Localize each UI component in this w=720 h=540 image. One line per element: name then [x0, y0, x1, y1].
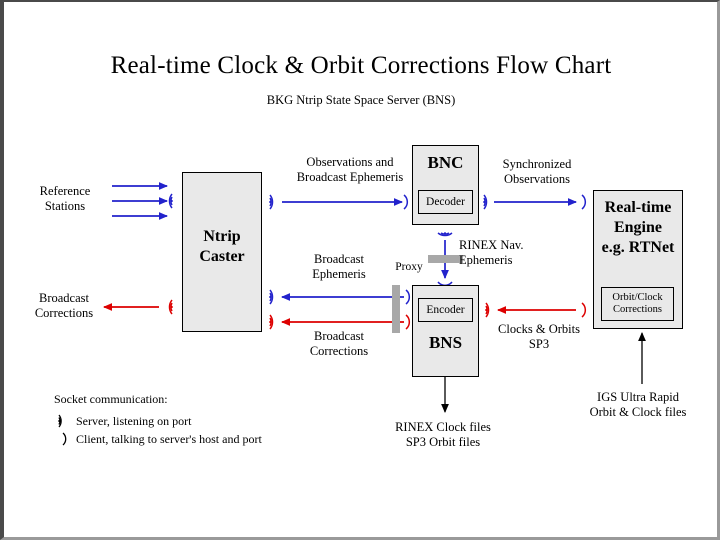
legend: Socket communication: Server, listening … [54, 392, 334, 448]
server-signal-icon [485, 302, 490, 318]
server-signal-icon [269, 194, 274, 210]
client-paren-icon [54, 431, 76, 447]
page-subtitle: BKG Ntrip State Space Server (BNS) [266, 93, 456, 107]
bns-encoder-box[interactable]: Encoder [418, 298, 473, 322]
server-signal-icon [168, 299, 173, 315]
server-signal-icon [269, 289, 274, 305]
rinex-nav-ephemeris-label: RINEX Nav. Ephemeris [459, 238, 524, 268]
ntrip-caster-label: Ntrip Caster [199, 228, 245, 265]
real-time-engine-label: Real-time Engine e.g. RTNet [601, 199, 675, 256]
ntrip-caster-box[interactable]: Ntrip Caster [182, 172, 262, 332]
server-signal-icon [54, 413, 76, 429]
igs-ultra-rapid-label: IGS Ultra Rapid Orbit & Clock files [589, 390, 687, 420]
proxy-bar-vertical [392, 285, 400, 333]
client-paren-icon [405, 314, 411, 330]
bnc-decoder-box[interactable]: Decoder [418, 190, 473, 214]
server-signal-icon [269, 314, 274, 330]
client-paren-icon [581, 302, 587, 318]
bns-label: BNS [428, 333, 463, 352]
bnc-label: BNC [427, 153, 464, 172]
client-paren-icon [581, 194, 587, 210]
orbit-clock-corrections-box[interactable]: Orbit/Clock Corrections [601, 287, 674, 321]
observations-broadcast-ephemeris-label: Observations and Broadcast Ephemeris [296, 155, 404, 185]
client-paren-icon [405, 289, 411, 305]
page-title: Real-time Clock & Orbit Corrections Flow… [110, 52, 612, 79]
synchronized-observations-label: Synchronized Observations [502, 157, 572, 187]
legend-client-text: Client, talking to server's host and por… [76, 431, 262, 446]
server-signal-icon [168, 193, 173, 209]
reference-station-arrows [112, 182, 168, 220]
legend-item-server: Server, listening on port [54, 412, 334, 430]
orbit-clock-line2: Corrections [612, 304, 662, 315]
broadcast-ephemeris-label: Broadcast Ephemeris [312, 252, 366, 282]
legend-server-text: Server, listening on port [76, 413, 192, 428]
proxy-label: Proxy [395, 261, 423, 273]
broadcast-corrections-return-label: Broadcast Corrections [309, 329, 369, 359]
server-signal-icon [483, 194, 488, 210]
reference-stations-label: Reference Stations [39, 184, 91, 214]
client-paren-icon [403, 194, 409, 210]
broadcast-corrections-output-label: Broadcast Corrections [34, 291, 94, 321]
proxy-bar-horizontal [428, 255, 463, 263]
connector-layer [103, 182, 646, 413]
clocks-orbits-sp3-label: Clocks & Orbits SP3 [498, 322, 580, 352]
legend-item-client: Client, talking to server's host and por… [54, 430, 334, 448]
legend-title: Socket communication: [54, 392, 168, 406]
server-signal-icon [437, 232, 453, 237]
rinex-clock-sp3-files-label: RINEX Clock files SP3 Orbit files [395, 420, 491, 450]
orbit-clock-line1: Orbit/Clock [612, 292, 663, 304]
